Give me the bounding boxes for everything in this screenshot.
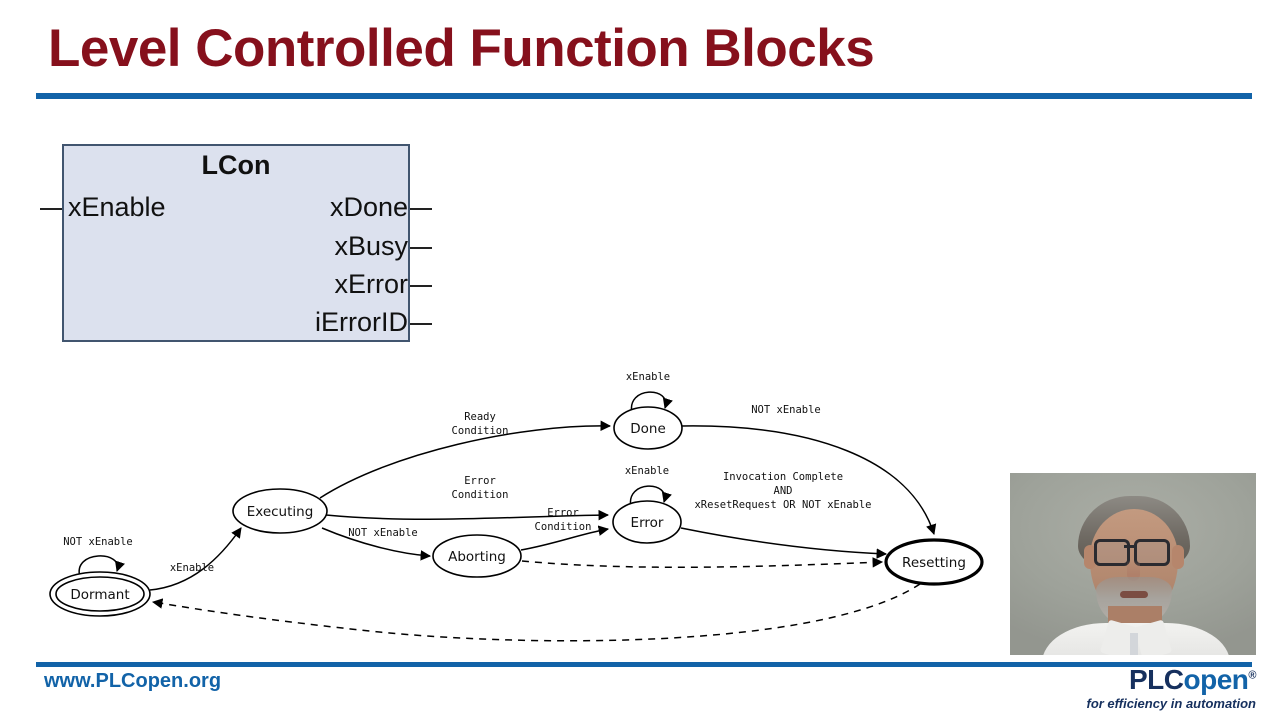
function-block-output-xdone: xDone [329, 192, 408, 222]
state-node-executing[interactable]: Executing [232, 488, 328, 534]
presenter-ear-left [1084, 545, 1096, 569]
transition-error-self [629, 485, 672, 508]
edge-label-error-self: xEnable [625, 465, 669, 477]
edge-label-executing-to-done-line1: Ready [464, 411, 496, 423]
output-stub-ierrorid [410, 323, 432, 325]
registered-trademark-icon: ® [1248, 669, 1256, 682]
presenter-nose [1127, 561, 1140, 581]
edge-label-aborting-to-error-line2: Condition [535, 521, 592, 533]
title-divider [36, 93, 1252, 99]
edge-label-dormant-self: NOT xEnable [63, 536, 133, 548]
transition-executing-to-done [319, 420, 612, 499]
logo-text-open: open [1183, 664, 1249, 695]
state-node-resetting[interactable]: Resetting [884, 538, 984, 586]
state-node-done[interactable]: Done [613, 406, 683, 450]
state-label-done: Done [630, 421, 666, 437]
state-label-dormant: Dormant [70, 587, 129, 603]
presenter-shirt-placket [1130, 633, 1138, 655]
plcopen-logo: PLCopen® for efficiency in automation [1086, 666, 1256, 712]
state-label-error: Error [631, 515, 664, 531]
function-block-output-xbusy: xBusy [334, 231, 408, 261]
edge-label-executing-to-error-line2: Condition [452, 489, 509, 501]
footer-website-link[interactable]: www.PLCopen.org [44, 670, 222, 692]
function-block-output-xerror: xError [334, 269, 409, 299]
input-stub-xenable [40, 208, 62, 210]
transition-executing-to-error [325, 509, 610, 521]
edge-label-executing-to-error-line1: Error [464, 475, 496, 487]
output-stub-xdone [410, 208, 432, 210]
function-block-name: LCon [201, 150, 271, 180]
state-label-aborting: Aborting [448, 549, 506, 565]
edge-label-executing-to-aborting: NOT xEnable [348, 527, 418, 539]
output-stub-xerror [410, 285, 432, 287]
state-node-error[interactable]: Error [612, 500, 682, 544]
presenter-glasses-bridge [1124, 545, 1136, 548]
output-stub-xbusy [410, 247, 432, 249]
transition-error-to-resetting [680, 527, 888, 559]
edge-label-error-to-resetting-line2: AND [774, 485, 793, 497]
presenter-video-overlay[interactable] [1010, 473, 1256, 655]
page-title: Level Controlled Function Blocks [48, 19, 875, 78]
function-block-body [62, 144, 410, 342]
function-block-diagram: LCon xEnable xDone xBusy xError iErrorID [40, 138, 440, 348]
state-label-resetting: Resetting [902, 555, 966, 571]
logo-text-plc: PLC [1129, 664, 1184, 695]
edge-label-error-to-resetting-line1: Invocation Complete [723, 471, 843, 483]
presenter-ear-right [1172, 545, 1184, 569]
state-node-aborting[interactable]: Aborting [432, 534, 522, 578]
edge-label-error-to-resetting-line3: xResetRequest OR NOT xEnable [694, 499, 871, 511]
presenter-glasses-right-lens [1134, 539, 1170, 566]
transition-aborting-to-error [520, 525, 610, 551]
logo-tagline: for efficiency in automation [1086, 696, 1256, 711]
state-label-executing: Executing [247, 504, 314, 520]
footer-divider [36, 662, 1252, 667]
edge-label-done-self: xEnable [626, 371, 670, 383]
function-block-output-ierrorid: iErrorID [315, 307, 408, 337]
transition-done-to-resetting [681, 425, 937, 536]
edge-label-dormant-to-executing: xEnable [170, 562, 214, 574]
function-block-input-xenable: xEnable [68, 192, 166, 222]
edge-label-executing-to-done-line2: Condition [452, 425, 509, 437]
edge-label-done-to-resetting: NOT xEnable [751, 404, 821, 416]
presenter-mouth [1120, 591, 1148, 598]
transition-aborting-to-resetting [521, 557, 884, 569]
presenter-glasses-left-lens [1094, 539, 1130, 566]
transition-resetting-to-dormant [151, 583, 921, 642]
transition-dormant-self [78, 555, 125, 578]
state-node-dormant[interactable]: Dormant [49, 571, 151, 617]
edge-label-aborting-to-error-line1: Error [547, 507, 579, 519]
logo-wordmark: PLCopen® [1086, 666, 1256, 694]
state-machine-diagram: Dormant Executing Done Error Aborting Re… [20, 358, 1020, 658]
transition-dormant-to-executing [149, 527, 242, 591]
transition-done-self [630, 391, 673, 414]
transition-executing-to-aborting [321, 527, 432, 561]
